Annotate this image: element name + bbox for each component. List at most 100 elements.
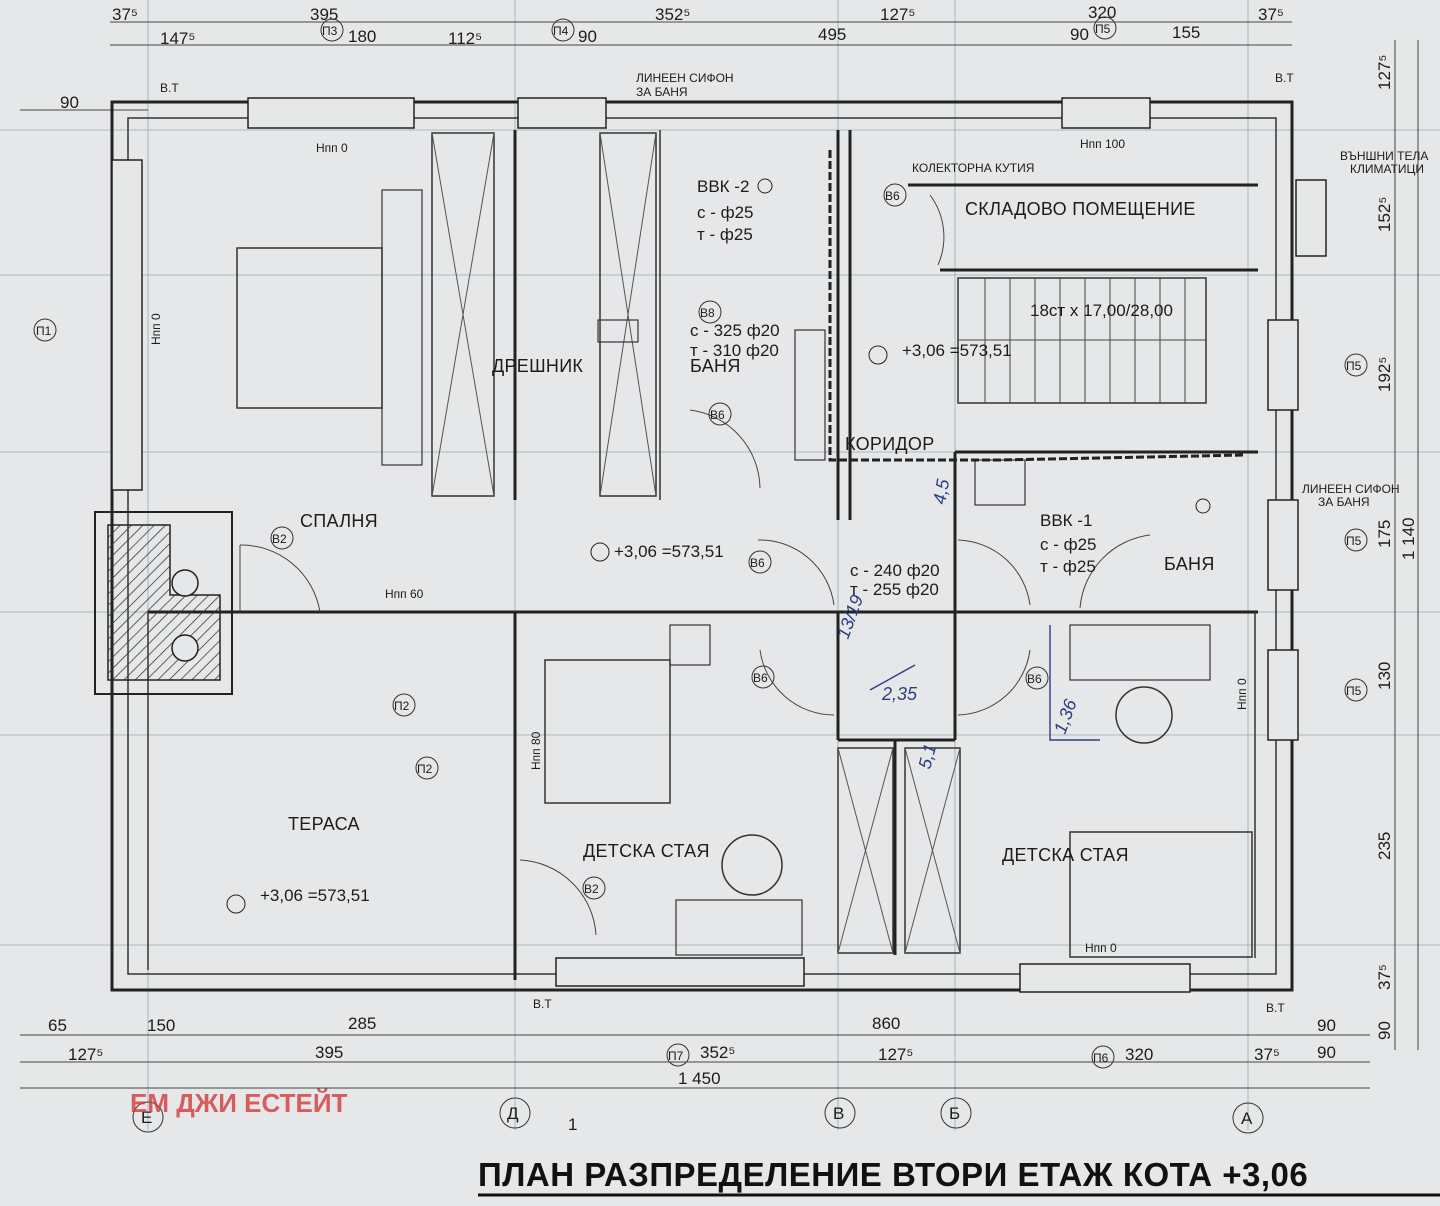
axis-e: Е (141, 1108, 152, 1127)
marker-p5-a: П5 (1346, 359, 1362, 373)
room-label-dreshnik: ДРЕШНИК (492, 356, 583, 376)
marker-p1: П1 (36, 324, 52, 338)
marker-b2-a: В2 (272, 532, 287, 546)
bottom-dim-12: 90 (1317, 1043, 1336, 1062)
vvk-1-t: т - ф25 (1040, 557, 1096, 576)
axis-labels: Е Д В Б А 1 (132, 1097, 1264, 1134)
marker-p5-c: П5 (1346, 684, 1362, 698)
marker-b6-b: В6 (710, 408, 725, 422)
marker-p5-top: П5 (1095, 22, 1111, 36)
right-dim-2: 152⁵ (1375, 197, 1394, 232)
axis-d: Д (507, 1104, 519, 1123)
npp-0-c: Нпп 0 (149, 313, 163, 345)
elevation-2: +3,06 =573,51 (902, 341, 1012, 360)
pipe-c3: с - 325 ф20 (690, 321, 780, 340)
note-kolektor: КОЛЕКТОРНА КУТИЯ (912, 161, 1034, 175)
top-dim-4: 127⁵ (880, 5, 915, 24)
elevation-1: +3,06 =573,51 (614, 542, 724, 561)
note-vt-4: В.Т (1266, 1001, 1285, 1015)
bottom-dim-4: 860 (872, 1014, 900, 1033)
marker-b6-c: В6 (750, 556, 765, 570)
note-vt-3: В.Т (533, 997, 552, 1011)
top-dim-12: 90 (1070, 25, 1089, 44)
right-dim-3: 192⁵ (1375, 357, 1394, 392)
top-dim-6: 37⁵ (1258, 5, 1284, 24)
room-label-skladovo: СКЛАДОВО ПОМЕЩЕНИЕ (965, 199, 1196, 219)
note-sifon-2b: ЗА БАНЯ (1318, 495, 1370, 509)
marker-p2-a: П2 (394, 699, 410, 713)
marker-b6-e: В6 (1027, 672, 1042, 686)
axis-b: Б (949, 1104, 960, 1123)
top-dim-2: 395 (310, 5, 338, 24)
bottom-dim-8: 352⁵ (700, 1043, 735, 1062)
note-sifon-2: ЛИНЕЕН СИФОН (1302, 482, 1400, 496)
bottom-dim-1: 65 (48, 1016, 67, 1035)
vvk-1-c: с - ф25 (1040, 535, 1097, 554)
plumbing-notes: ВВК -2 с - ф25 т - ф25 ВВК -1 с - ф25 т … (690, 150, 1246, 599)
right-dimensions: 127⁵ 152⁵ 192⁵ 175 1 140 130 235 37⁵ 90 (1375, 40, 1419, 1050)
furniture (236, 189, 1253, 958)
top-dim-8: 180 (348, 27, 376, 46)
outer-walls (110, 97, 1327, 993)
vvk-2-t: т - ф25 (697, 225, 753, 244)
right-dim-4: 175 (1375, 520, 1394, 548)
right-dim-5: 1 140 (1399, 517, 1418, 560)
marker-p2-b: П2 (417, 762, 433, 776)
npp-100: Нпп 100 (1080, 137, 1125, 151)
room-label-detska-2: ДЕТСКА СТАЯ (1002, 845, 1129, 865)
watermark: ЕМ ДЖИ ЕСТЕЙТ (130, 1088, 348, 1118)
room-label-detska-1: ДЕТСКА СТАЯ (583, 841, 710, 861)
marker-p6: П6 (1093, 1051, 1109, 1065)
top-dim-3: 352⁵ (655, 5, 690, 24)
room-label-terasa: ТЕРАСА (288, 814, 360, 834)
top-dim-9: 112⁵ (448, 29, 482, 48)
marker-b2-b: В2 (584, 882, 599, 896)
room-label-banya-2: БАНЯ (1164, 554, 1215, 574)
stairs-label: 18ст х 17,00/28,00 (1030, 301, 1173, 320)
right-dim-9: 90 (1375, 1021, 1394, 1040)
chimney (94, 511, 233, 695)
door-markers: П1 П5 П5 П2 П2 П5 П7 П6 В6 В8 В6 В6 В6 В… (33, 183, 1368, 1069)
top-dim-1: 37⁵ (112, 5, 138, 24)
note-vt-1: В.Т (160, 81, 179, 95)
top-dim-13: 155 (1172, 23, 1200, 42)
top-dimensions: 37⁵ 395 352⁵ 127⁵ 320 37⁵ 147⁵ 180 112⁵ … (20, 3, 1292, 112)
axis-a: А (1241, 1109, 1253, 1128)
room-label-koridor: КОРИДОР (845, 434, 935, 454)
npp-0-a: Нпп 0 (316, 141, 348, 155)
top-dim-7: 147⁵ (160, 29, 195, 48)
vvk-2-c: с - ф25 (697, 203, 754, 222)
right-dim-1: 127⁵ (1375, 55, 1394, 90)
note-vanshni: ВЪНШНИ ТЕЛА (1340, 149, 1428, 163)
note-vt-2: В.Т (1275, 71, 1294, 85)
axis-1: 1 (568, 1115, 577, 1134)
right-dim-8: 37⁵ (1375, 964, 1394, 990)
bottom-dim-9: 127⁵ (878, 1045, 913, 1064)
top-dim-14: 90 (60, 93, 79, 112)
bottom-dim-3: 285 (348, 1014, 376, 1033)
marker-b8: В8 (700, 306, 715, 320)
room-label-banya-1: БАНЯ (690, 356, 741, 376)
hand-note-3: 2,35 (881, 684, 918, 704)
npp-0-b: Нпп 0 (1085, 941, 1117, 955)
top-dim-5: 320 (1088, 3, 1116, 22)
elevation-marks: +3,06 =573,51 +3,06 =573,51 +3,06 =573,5… (226, 341, 1012, 914)
pipe-t3: т - 310 ф20 (690, 341, 779, 360)
top-dim-10: 90 (578, 27, 597, 46)
bottom-dimensions: 65 150 285 860 90 127⁵ 395 352⁵ 127⁵ 320… (20, 1014, 1370, 1089)
marker-p4: П4 (553, 24, 569, 38)
marker-p3: П3 (322, 24, 338, 38)
wardrobes (431, 132, 961, 954)
marker-b6-a: В6 (885, 189, 900, 203)
inner-walls (147, 130, 1258, 980)
npp-60: Нпп 60 (385, 587, 424, 601)
drawing-title: ПЛАН РАЗПРЕДЕЛЕНИЕ ВТОРИ ЕТАЖ КОТА +3,06 (478, 1156, 1308, 1193)
staircase (957, 277, 1207, 404)
door-swings (239, 194, 1151, 936)
right-dim-7: 235 (1375, 832, 1394, 860)
npp-80: Нпп 80 (529, 731, 543, 770)
pipe-t4: т - 255 ф20 (850, 580, 939, 599)
elevation-3: +3,06 =573,51 (260, 886, 370, 905)
bottom-dim-6: 127⁵ (68, 1045, 103, 1064)
